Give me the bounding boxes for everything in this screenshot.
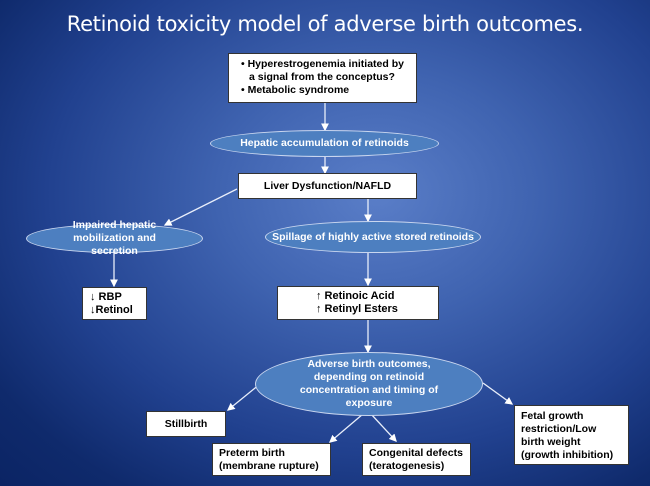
preterm-birth-box: Preterm birth (membrane rupture) (212, 443, 331, 476)
arrow-adverse-to-congenital (370, 413, 397, 442)
stillbirth-label: Stillbirth (164, 417, 208, 430)
impaired-mobilization-ellipse: Impaired hepatic mobilization and secret… (26, 219, 203, 257)
adverse-outcomes-label: Adverse birth outcomes, depending on ret… (299, 358, 439, 409)
retinyl-esters-increase: ↑ Retinyl Esters (316, 303, 398, 315)
arrow-adverse-to-stillbirth (226, 383, 261, 411)
fetal-growth-box: Fetal growth restriction/Low birth weigh… (514, 405, 629, 465)
trigger-line-1: • Hyperestrogenemia initiated by (241, 58, 404, 70)
retinol-decrease: ↓Retinol (90, 304, 133, 316)
preterm-line-1: Preterm birth (219, 447, 285, 459)
rbp-decrease: ↓ RBP (90, 291, 122, 303)
congenital-line-1: Congenital defects (369, 447, 463, 459)
fetal-growth-line-3: birth weight (521, 436, 581, 448)
slide-title: Retinoid toxicity model of adverse birth… (66, 12, 584, 36)
arrow-adverse-to-fetal-growth (482, 382, 514, 405)
spillage-ellipse: Spillage of highly active stored retinoi… (265, 221, 481, 253)
trigger-line-3: • Metabolic syndrome (241, 84, 350, 96)
hepatic-accumulation-ellipse: Hepatic accumulation of retinoids (210, 130, 439, 157)
fetal-growth-line-4: (growth inhibition) (521, 449, 614, 461)
retinoic-acid-increase: ↑ Retinoic Acid (316, 290, 395, 302)
preterm-line-2: (membrane rupture) (219, 460, 319, 472)
fetal-growth-line-1: Fetal growth (521, 410, 584, 422)
impaired-mobilization-label: Impaired hepatic mobilization and secret… (72, 219, 157, 257)
hepatic-accumulation-label: Hepatic accumulation of retinoids (240, 137, 409, 149)
congenital-defects-box: Congenital defects (teratogenesis) (362, 443, 471, 476)
spillage-label: Spillage of highly active stored retinoi… (272, 230, 474, 243)
congenital-line-2: (teratogenesis) (369, 460, 445, 472)
arrow-adverse-to-preterm (329, 413, 364, 443)
fetal-growth-line-2: restriction/Low (521, 423, 597, 435)
increase-box: ↑ Retinoic Acid ↑ Retinyl Esters (277, 286, 439, 320)
adverse-outcomes-ellipse: Adverse birth outcomes, depending on ret… (255, 352, 483, 416)
stillbirth-box: Stillbirth (146, 411, 226, 437)
decrease-box: ↓ RBP ↓Retinol (82, 287, 147, 320)
arrow-liver-to-impaired (163, 188, 238, 226)
trigger-line-2: a signal from the conceptus? (249, 71, 395, 83)
liver-dysfunction-label: Liver Dysfunction/NAFLD (263, 179, 392, 192)
liver-dysfunction-box: Liver Dysfunction/NAFLD (238, 173, 417, 199)
trigger-box: • Hyperestrogenemia initiated by a signa… (228, 53, 417, 103)
